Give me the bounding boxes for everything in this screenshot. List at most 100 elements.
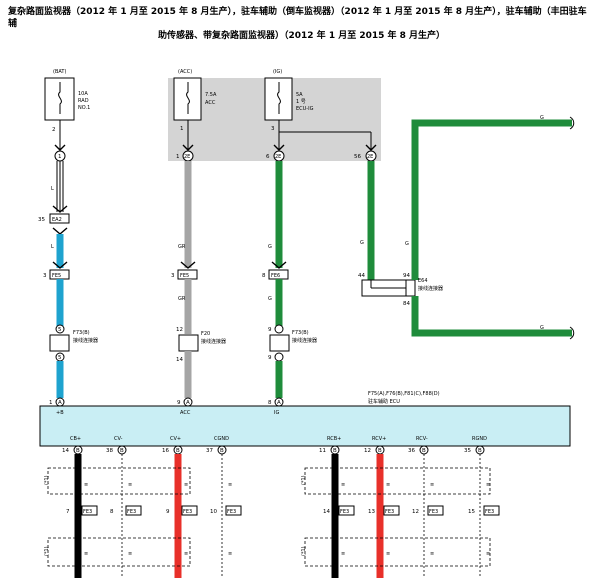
- bat-fuse-rating: 10A: [78, 91, 88, 97]
- ecu-pin-num-7: 35: [464, 448, 471, 454]
- svg-text:35: 35: [38, 217, 45, 223]
- ig-wire-label: G: [268, 244, 272, 250]
- title-line-2: 助传感器、带复杂路面监视器）（2012 年 1 月至 2015 年 8 月生产）: [158, 31, 446, 41]
- acc-fuse-element-icon: [186, 82, 190, 114]
- svg-text:7.5A: 7.5A: [205, 92, 217, 98]
- lower-connector-3: [225, 505, 242, 516]
- diagram-title: 复杂路面监视器（2012 年 1 月至 2015 年 8 月生产），驻车辅助（倒…: [8, 6, 593, 42]
- shield-box-1: [304, 467, 491, 495]
- lower-connector-code-2: FE3: [183, 509, 192, 515]
- acc-wire-label: GR: [178, 244, 186, 250]
- svg-text:9: 9: [177, 400, 181, 406]
- svg-text:2E: 2E: [275, 154, 281, 160]
- lower-wire-mark-6: ≡: [430, 482, 434, 488]
- shield-label-0: (*1): [44, 475, 50, 485]
- shield-label-2: (*1): [44, 546, 50, 556]
- lower-wire-mark-3: ≡: [228, 482, 232, 488]
- ecu-pin-num-2: 16: [162, 448, 169, 454]
- ecu-pin-num-3: 37: [206, 448, 213, 454]
- lower-connector-6: [427, 505, 444, 516]
- svg-text:+B: +B: [56, 410, 64, 416]
- svg-text:2E: 2E: [184, 154, 190, 160]
- lower-connector-code-5: FE3: [385, 509, 394, 515]
- bat-connector-ea2: [49, 213, 70, 224]
- svg-text:6: 6: [266, 154, 270, 160]
- shield-label-1: (*1): [301, 475, 307, 485]
- bat-fuse-name2: NO.1: [78, 105, 90, 111]
- lower-connector-code-4: FE3: [340, 509, 349, 515]
- lower-wire-mark-0: ≡: [84, 482, 88, 488]
- svg-text:E64: E64: [418, 278, 428, 284]
- ecu-pin-conn-0: B: [76, 448, 80, 454]
- ecu-pin-label-0: CB+: [70, 436, 81, 442]
- svg-text:44: 44: [358, 273, 365, 279]
- bat-junction-connector: [49, 334, 70, 352]
- svg-text:接线连接器: 接线连接器: [201, 338, 226, 345]
- lower-connector-0: [81, 505, 98, 516]
- svg-text:接线连接器: 接线连接器: [418, 285, 443, 292]
- bat-wire-label-2: L: [51, 244, 54, 250]
- ecu-pin-num-0: 14: [62, 448, 69, 454]
- parking-assist-ecu: [39, 405, 571, 447]
- bat-wire-label-1: L: [51, 186, 54, 192]
- ecu-pin-conn-5: B: [378, 448, 382, 454]
- svg-text:56: 56: [354, 154, 361, 160]
- bat-joint-label: 接线连接器: [73, 337, 98, 344]
- svg-text:G: G: [540, 115, 544, 121]
- svg-text:84: 84: [403, 301, 410, 307]
- ecu-pin-num-4: 11: [319, 448, 326, 454]
- lower-wire-mark-b-4: ≡: [341, 551, 345, 557]
- svg-text:1: 1: [176, 154, 180, 160]
- svg-text:ACC: ACC: [180, 410, 191, 416]
- svg-text:GR: GR: [178, 296, 186, 302]
- title-line-1: 复杂路面监视器（2012 年 1 月至 2015 年 8 月生产），驻车辅助（倒…: [8, 7, 587, 29]
- lower-connector-pin-3: 10: [210, 509, 217, 515]
- ecu-pin-label-5: RCV+: [372, 436, 386, 442]
- lower-connector-code-3: FE3: [227, 509, 236, 515]
- svg-text:G: G: [360, 240, 364, 246]
- svg-text:A: A: [58, 400, 62, 406]
- svg-text:2E: 2E: [367, 154, 373, 160]
- ecu-bottom-pins: CB+B14CV-B38CV+B16CGNDB37RCB+B11RCV+B12R…: [62, 436, 487, 455]
- svg-text:IG: IG: [274, 410, 279, 416]
- lower-wire-mark-b-7: ≡: [486, 551, 490, 557]
- ecu-pin-label-2: CV+: [170, 436, 181, 442]
- bat-joint-code: F73(B): [73, 330, 90, 336]
- svg-text:9: 9: [268, 355, 272, 361]
- ecu-pin-label-3: CGND: [214, 436, 229, 442]
- lower-wire-mark-4: ≡: [341, 482, 345, 488]
- svg-text:9: 9: [268, 327, 272, 333]
- svg-text:1: 1: [180, 126, 184, 132]
- svg-text:3: 3: [171, 273, 175, 279]
- lower-connector-code-1: FE3: [127, 509, 136, 515]
- lower-wire-mark-5: ≡: [386, 482, 390, 488]
- ecu-pin-num-5: 12: [364, 448, 371, 454]
- svg-text:ACC: ACC: [205, 100, 216, 106]
- ecu-pin-label-6: RCV-: [416, 436, 428, 442]
- bat-fuse-element-icon: [58, 82, 62, 114]
- svg-text:A: A: [277, 400, 281, 406]
- ig-source-label: (IG): [273, 69, 282, 75]
- svg-text:EA2: EA2: [52, 217, 62, 223]
- svg-text:FE5: FE5: [180, 273, 189, 279]
- lower-connector-4: [338, 505, 355, 516]
- lower-connector-pin-6: 12: [412, 509, 419, 515]
- svg-text:1: 1: [58, 154, 62, 160]
- shield-label-3: (*1): [301, 546, 307, 556]
- svg-text:G: G: [405, 241, 409, 247]
- lower-connector-pin-2: 9: [166, 509, 170, 515]
- shield-box-3: [304, 537, 491, 567]
- svg-text:1: 1: [49, 400, 53, 406]
- bat-fuse-pin: 2: [52, 127, 56, 133]
- lower-wire-mark-b-1: ≡: [128, 551, 132, 557]
- ecu-name: 驻车辅助 ECU: [368, 398, 400, 405]
- acc-source-label: (ACC): [178, 69, 192, 75]
- svg-text:5A: 5A: [296, 92, 303, 98]
- lower-connector-pin-7: 15: [468, 509, 475, 515]
- svg-text:12: 12: [176, 327, 183, 333]
- svg-text:F73(B): F73(B): [292, 330, 309, 336]
- lower-connector-code-6: FE3: [429, 509, 438, 515]
- right-green-bus-bottom: [411, 296, 572, 337]
- bat-fuse-name1: RAD: [78, 98, 89, 104]
- ecu-pin-conn-2: B: [176, 448, 180, 454]
